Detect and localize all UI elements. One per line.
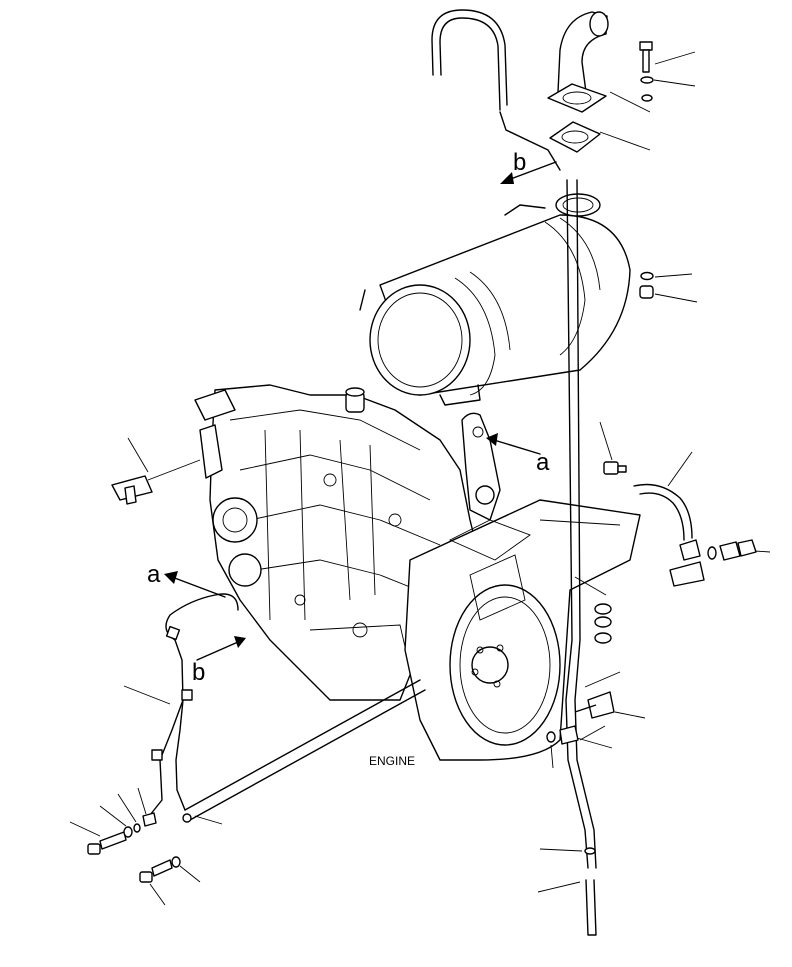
bolts-lower-left	[87, 812, 192, 883]
view-arrow-b-lower	[196, 636, 246, 661]
engine-label: ENGINE	[369, 754, 415, 768]
lower-harness	[149, 593, 426, 821]
nut-right	[639, 271, 654, 299]
view-arrow-a-lower	[164, 571, 226, 598]
gasket	[549, 121, 601, 153]
washer-stack	[594, 603, 612, 644]
view-label-b-upper: b	[513, 149, 526, 176]
view-arrow-a-upper	[486, 433, 541, 455]
upper-harness-loop	[431, 9, 561, 171]
view-label-a-upper: a	[536, 449, 550, 476]
hose-right	[603, 461, 757, 587]
view-arrow-b-upper	[500, 161, 557, 184]
leader-lines	[69, 51, 771, 906]
exhaust-elbow	[547, 11, 609, 113]
flywheel-housing	[404, 412, 641, 761]
view-label-b-lower: b	[192, 659, 205, 686]
bracket-upper-left	[111, 459, 201, 505]
view-label-a-lower: a	[147, 561, 161, 588]
dipstick-tube	[546, 179, 615, 936]
muffler-cylinder	[359, 193, 631, 406]
bolt-top	[639, 41, 654, 102]
